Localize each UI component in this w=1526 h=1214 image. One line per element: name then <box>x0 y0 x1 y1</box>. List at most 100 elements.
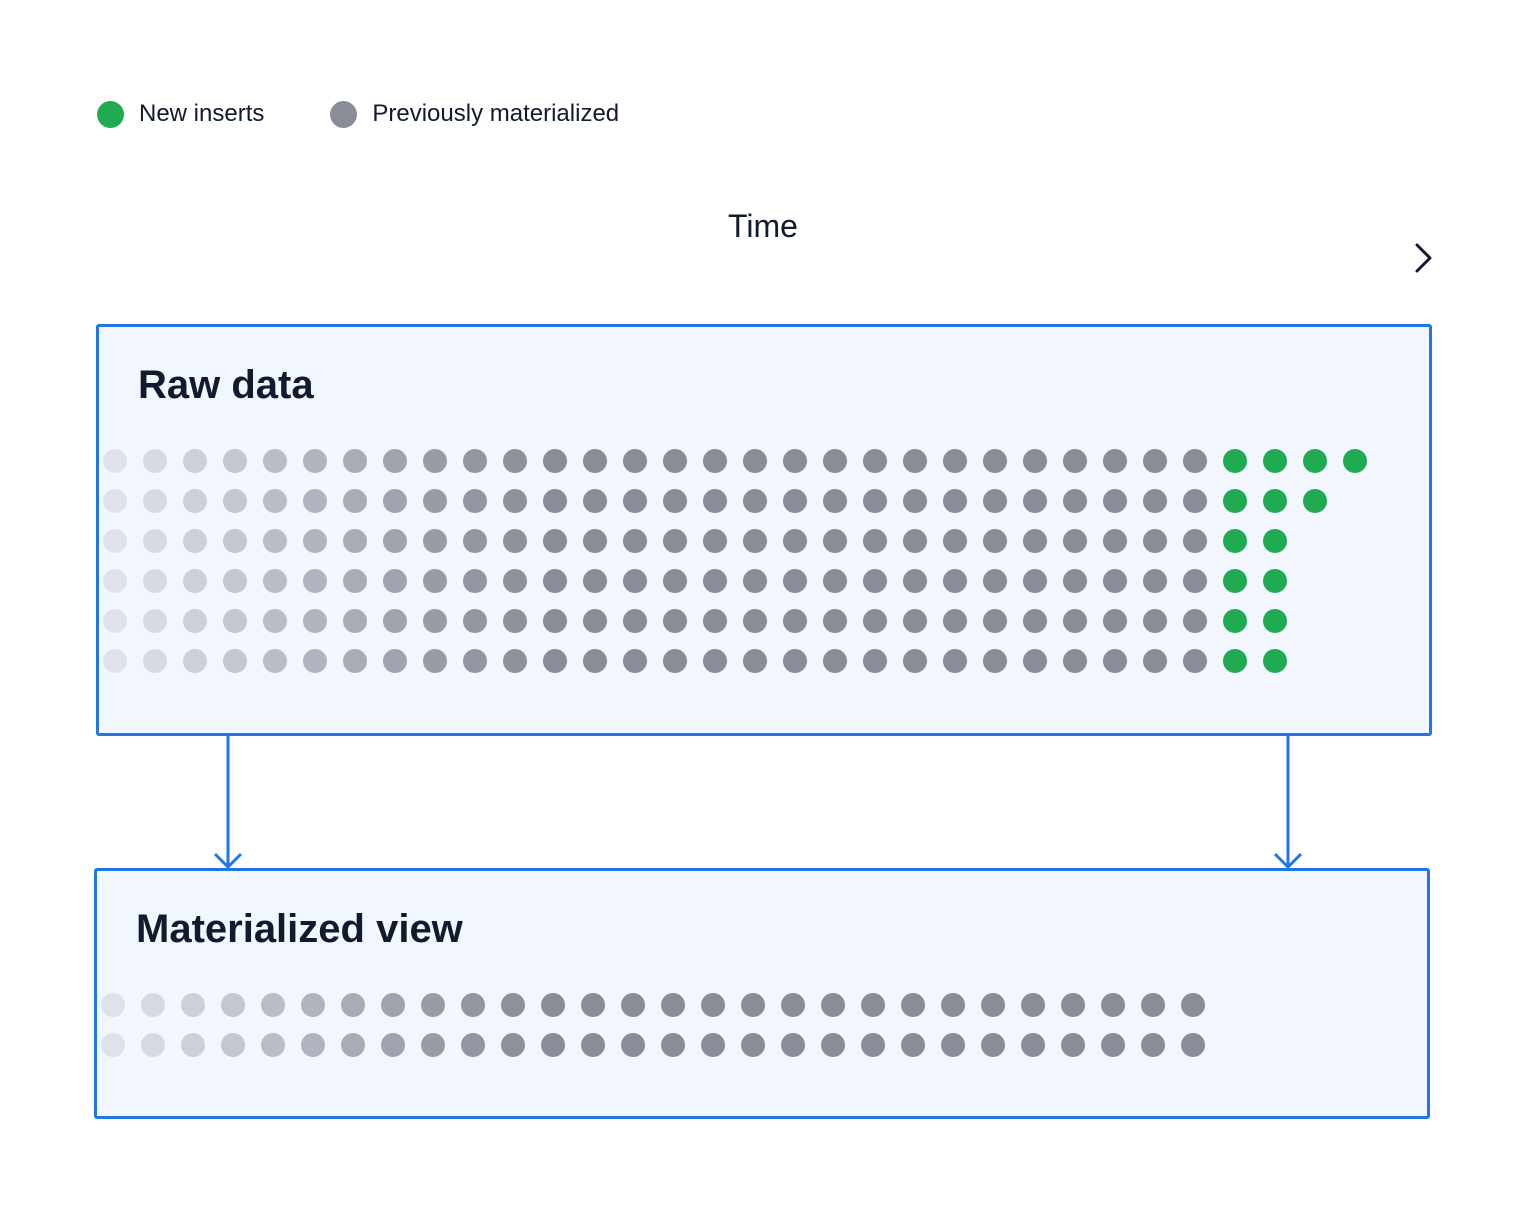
materialized-dot <box>183 529 207 553</box>
materialized-dot <box>463 569 487 593</box>
materialized-dot <box>583 649 607 673</box>
time-axis-label: Time <box>728 208 798 244</box>
materialized-dot <box>183 489 207 513</box>
materialized-dot <box>223 609 247 633</box>
materialized-dot <box>1183 609 1207 633</box>
materialized-dot <box>501 1033 525 1057</box>
new-insert-dot <box>1263 529 1287 553</box>
materialized-dot <box>941 1033 965 1057</box>
materialized-dot <box>623 489 647 513</box>
materialized-dot <box>623 529 647 553</box>
materialized-dot <box>1061 1033 1085 1057</box>
materialized-dot <box>223 569 247 593</box>
materialized-dot <box>783 649 807 673</box>
materialized-dot <box>461 993 485 1017</box>
materialized-dot <box>383 489 407 513</box>
materialized-dot <box>703 609 727 633</box>
materialized-dot <box>983 529 1007 553</box>
materialized-dot <box>143 489 167 513</box>
materialized-dot <box>1181 1033 1205 1057</box>
materialized-dot <box>383 649 407 673</box>
materialized-dot <box>743 489 767 513</box>
materialized-dot <box>503 649 527 673</box>
materialized-dot <box>1183 649 1207 673</box>
materialized-dot <box>423 449 447 473</box>
materialized-dot <box>263 529 287 553</box>
materialized-dot <box>581 993 605 1017</box>
materialized-dot <box>623 569 647 593</box>
materialized-dot <box>103 649 127 673</box>
new-insert-dot <box>1263 569 1287 593</box>
materialized-dot <box>303 609 327 633</box>
materialized-dot <box>143 449 167 473</box>
materialized-dot <box>1143 529 1167 553</box>
materialized-dot <box>463 449 487 473</box>
materialized-dot <box>143 529 167 553</box>
materialized-dot <box>181 1033 205 1057</box>
materialized-dot <box>863 609 887 633</box>
materialized-dot <box>1023 649 1047 673</box>
materialized-dot <box>541 1033 565 1057</box>
materialized-dot <box>823 609 847 633</box>
materialized-dot <box>623 609 647 633</box>
materialized-dot <box>903 609 927 633</box>
materialized-dot <box>1063 489 1087 513</box>
materialized-dot <box>781 1033 805 1057</box>
materialized-dot <box>543 649 567 673</box>
new-insert-dot <box>1223 529 1247 553</box>
materialized-dot <box>903 649 927 673</box>
materialized-dot <box>1103 609 1127 633</box>
materialized-dot <box>503 529 527 553</box>
materialized-dot <box>621 1033 645 1057</box>
materialized-dot <box>463 649 487 673</box>
materialized-dot <box>503 569 527 593</box>
materialized-dot <box>1141 993 1165 1017</box>
materialized-dot <box>141 1033 165 1057</box>
materialized-dot <box>421 993 445 1017</box>
materialized-dot <box>343 609 367 633</box>
materialized-dot <box>1183 449 1207 473</box>
materialized-dot <box>423 649 447 673</box>
materialized-dot <box>943 449 967 473</box>
materialized-dot <box>383 449 407 473</box>
materialized-dot <box>1103 529 1127 553</box>
materialized-dot <box>703 649 727 673</box>
materialized-dot <box>823 649 847 673</box>
materialized-dot <box>1103 489 1127 513</box>
materialized-dot <box>1183 489 1207 513</box>
materialized-dot <box>303 649 327 673</box>
materialized-dot <box>103 609 127 633</box>
materialized-dot <box>463 609 487 633</box>
materialized-dot <box>1063 449 1087 473</box>
materialized-dot <box>783 529 807 553</box>
materialized-dot <box>423 489 447 513</box>
materialized-view-title: Materialized view <box>136 907 463 951</box>
materialized-dot <box>383 529 407 553</box>
materialized-dot <box>183 569 207 593</box>
materialized-dot <box>101 1033 125 1057</box>
new-insert-dot <box>1223 489 1247 513</box>
materialized-dot <box>103 489 127 513</box>
materialized-dot <box>301 1033 325 1057</box>
materialized-dot <box>503 609 527 633</box>
materialized-dot <box>701 1033 725 1057</box>
materialized-dot <box>783 609 807 633</box>
materialized-dot <box>1021 993 1045 1017</box>
materialized-dot <box>743 609 767 633</box>
materialized-dot <box>663 609 687 633</box>
materialized-dot <box>1101 993 1125 1017</box>
materialized-dot <box>101 993 125 1017</box>
materialized-dot <box>703 529 727 553</box>
materialized-dot <box>341 1033 365 1057</box>
materialized-dot <box>223 449 247 473</box>
materialized-dot <box>823 529 847 553</box>
legend-label-previously-materialized: Previously materialized <box>372 100 620 127</box>
materialized-dot <box>943 489 967 513</box>
materialized-dot <box>663 649 687 673</box>
materialized-dot <box>943 529 967 553</box>
materialized-dot <box>1143 489 1167 513</box>
materialized-dot <box>863 649 887 673</box>
materialized-dot <box>783 449 807 473</box>
materialized-dot <box>143 569 167 593</box>
materialized-dot <box>143 609 167 633</box>
